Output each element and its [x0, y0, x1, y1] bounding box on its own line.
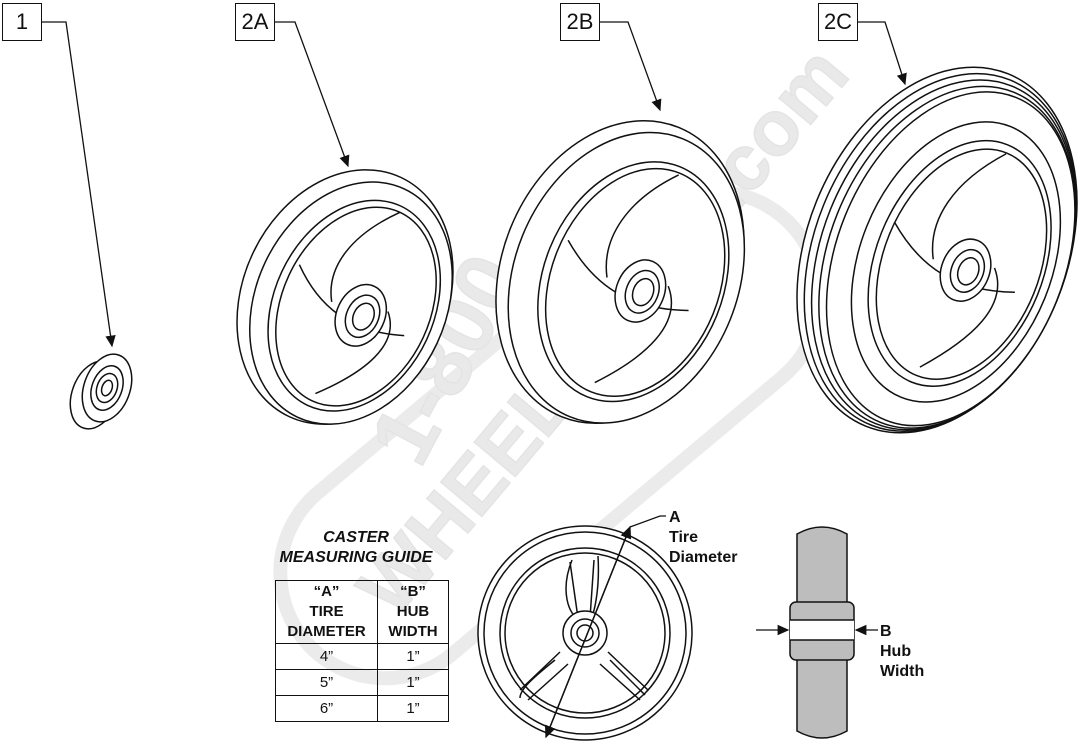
- table-row: 6” 1”: [275, 695, 449, 722]
- tire-diameter-label: A Tire Diameter: [669, 509, 738, 566]
- table-row: 5” 1”: [275, 669, 449, 696]
- leader-line-2a: [275, 21, 350, 168]
- caster-wheel-2a: [236, 169, 454, 425]
- cell-tire-diameter: 5”: [275, 669, 378, 696]
- callout-2b: 2B: [560, 3, 600, 41]
- callout-1: 1: [2, 3, 42, 41]
- callout-2a: 2A: [235, 3, 275, 41]
- hub-width-diagram: [756, 526, 878, 739]
- caster-wheel-2b: [495, 120, 746, 424]
- guide-title: CASTER MEASURING GUIDE: [262, 528, 450, 568]
- header-hub-width: “B” HUB WIDTH: [377, 580, 449, 644]
- callout-2c: 2C: [818, 3, 858, 41]
- bearing-part-1: [69, 353, 133, 430]
- measuring-guide-table: “A” TIRE DIAMETER “B” HUB WIDTH 4” 1” 5”…: [275, 580, 449, 722]
- tire-diameter-diagram: [477, 515, 693, 741]
- cell-tire-diameter: 6”: [275, 695, 378, 722]
- leader-lines: [42, 21, 907, 348]
- leader-line-2c: [858, 21, 907, 86]
- cell-hub-width: 1”: [377, 669, 449, 696]
- hub-width-label: B Hub Width: [880, 623, 925, 680]
- header-tire-diameter: “A” TIRE DIAMETER: [275, 580, 378, 644]
- guide-title-line2: MEASURING GUIDE: [279, 549, 433, 566]
- guide-title-line1: CASTER: [323, 529, 389, 546]
- cell-hub-width: 1”: [377, 643, 449, 670]
- cell-hub-width: 1”: [377, 695, 449, 722]
- table-row: 4” 1”: [275, 643, 449, 670]
- caster-wheel-2c: [796, 66, 1078, 434]
- leader-line-1: [42, 21, 116, 348]
- leader-line-2b: [600, 21, 662, 112]
- cell-tire-diameter: 4”: [275, 643, 378, 670]
